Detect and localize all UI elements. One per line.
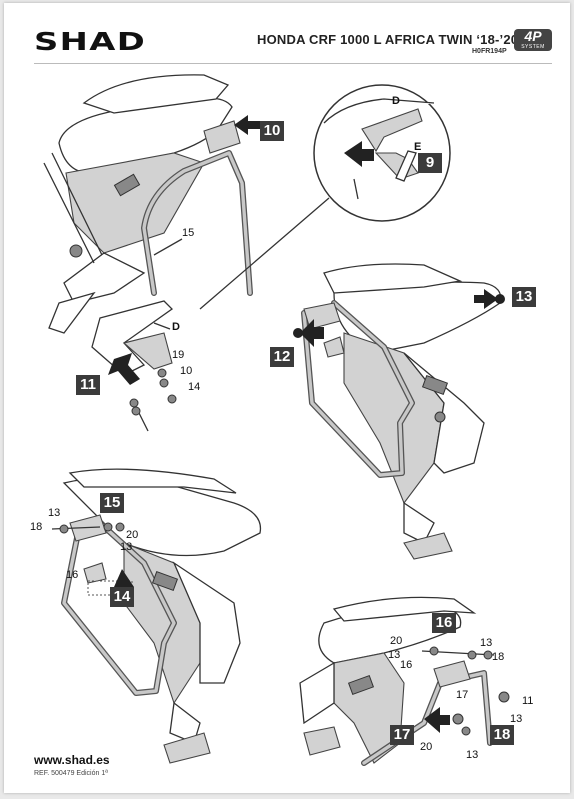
detail-circle-drawing bbox=[199, 84, 451, 310]
part-14-label: 14 bbox=[188, 381, 201, 393]
part-20-label-c: 20 bbox=[420, 741, 433, 753]
product-code: H0FR194P bbox=[472, 48, 507, 55]
system-badge: 4P SYSTEM bbox=[514, 29, 552, 51]
part-d-label: D bbox=[172, 321, 180, 333]
system-badge-sub: SYSTEM bbox=[521, 44, 545, 50]
part-13-label-c: 13 bbox=[388, 649, 401, 661]
panel-3-drawing bbox=[51, 468, 262, 764]
step-16-badge: 16 bbox=[432, 613, 456, 633]
instruction-page: SHAD HONDA CRF 1000 L AFRICA TWIN ‘18-’2… bbox=[4, 3, 570, 793]
panel-1-drawing bbox=[43, 74, 260, 432]
step-14-badge: 14 bbox=[110, 587, 134, 607]
step-11-badge: 11 bbox=[76, 375, 100, 395]
part-15-label: 15 bbox=[182, 227, 195, 239]
part-20-label-a: 20 bbox=[126, 529, 139, 541]
system-badge-label: 4P bbox=[524, 28, 542, 44]
step-9-badge: 9 bbox=[418, 153, 442, 173]
part-13-label-e: 13 bbox=[510, 713, 523, 725]
part-11-label: 11 bbox=[522, 695, 534, 707]
panel-2-drawing bbox=[293, 263, 505, 560]
part-16-label-a: 16 bbox=[66, 569, 79, 581]
part-13-label-b: 13 bbox=[120, 541, 133, 553]
part-13-label-f: 13 bbox=[466, 749, 479, 761]
part-19-label: 19 bbox=[172, 349, 185, 361]
part-16-label-b: 16 bbox=[400, 659, 413, 671]
part-13-label-d: 13 bbox=[480, 637, 493, 649]
step-15-badge: 15 bbox=[100, 493, 124, 513]
part-18-label-b: 18 bbox=[492, 651, 505, 663]
part-10-label: 10 bbox=[180, 365, 193, 377]
step-10-badge: 10 bbox=[260, 121, 284, 141]
part-e-label: E bbox=[414, 141, 422, 153]
shad-logo: SHAD bbox=[34, 27, 147, 56]
step-12-badge: 12 bbox=[270, 347, 294, 367]
part-d-label-detail: D bbox=[392, 95, 400, 107]
step-17-badge: 17 bbox=[390, 725, 414, 745]
footer-reference: REF. 500479 Edición 1ª bbox=[34, 770, 108, 777]
part-20-label-b: 20 bbox=[390, 635, 403, 647]
step-13-badge: 13 bbox=[512, 287, 536, 307]
model-title: HONDA CRF 1000 L AFRICA TWIN ‘18-’20 bbox=[257, 32, 519, 47]
part-13-label-a: 13 bbox=[48, 507, 61, 519]
footer-url: www.shad.es bbox=[34, 753, 110, 767]
assembly-drawings bbox=[43, 74, 510, 766]
header-divider bbox=[34, 63, 552, 64]
panel-4-drawing bbox=[299, 596, 510, 766]
part-17-label: 17 bbox=[456, 689, 469, 701]
step-18-badge: 18 bbox=[490, 725, 514, 745]
part-18-label-a: 18 bbox=[30, 521, 43, 533]
